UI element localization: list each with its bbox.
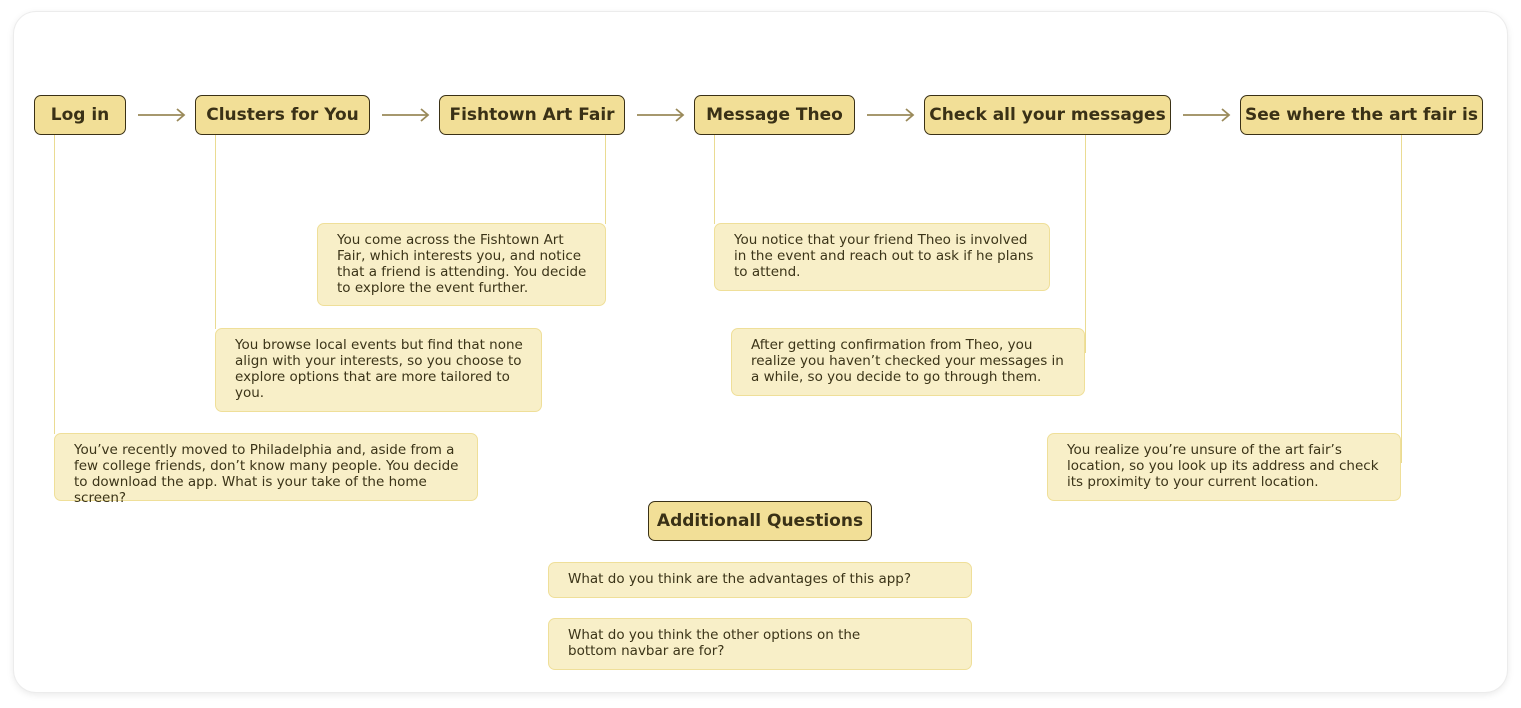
step-log-in[interactable]: Log in <box>34 95 126 135</box>
arrow-right-icon <box>637 108 685 122</box>
arrow-right-icon <box>867 108 915 122</box>
connector-message <box>714 135 715 224</box>
note-log-in: You’ve recently moved to Philadelphia an… <box>54 433 478 506</box>
note-message-theo: You notice that your friend Theo is invo… <box>714 223 1050 291</box>
note-see-art-fair: You realize you’re unsure of the art fai… <box>1047 433 1401 501</box>
connector-fishtown <box>605 135 606 224</box>
step-clusters-for-you[interactable]: Clusters for You <box>195 95 370 135</box>
question-item: What do you think are the advantages of … <box>548 562 972 598</box>
arrow-right-icon <box>138 108 186 122</box>
step-check-messages[interactable]: Check all your messages <box>924 95 1171 135</box>
note-fishtown-art-fair: You come across the Fishtown Art Fair, w… <box>317 223 606 306</box>
note-clusters-for-you: You browse local events but find that no… <box>215 328 542 412</box>
arrow-right-icon <box>1183 108 1231 122</box>
step-see-art-fair[interactable]: See where the art fair is <box>1240 95 1483 135</box>
connector-where <box>1401 135 1402 463</box>
arrow-right-icon <box>382 108 430 122</box>
step-fishtown-art-fair[interactable]: Fishtown Art Fair <box>439 95 625 135</box>
connector-login <box>54 135 55 434</box>
question-item: What do you think the other options on t… <box>548 618 972 670</box>
note-check-messages: After getting confirmation from Theo, yo… <box>731 328 1085 396</box>
additional-questions-heading: Additionall Questions <box>648 501 872 541</box>
connector-clusters <box>215 135 216 329</box>
connector-check <box>1085 135 1086 353</box>
step-message-theo[interactable]: Message Theo <box>694 95 855 135</box>
